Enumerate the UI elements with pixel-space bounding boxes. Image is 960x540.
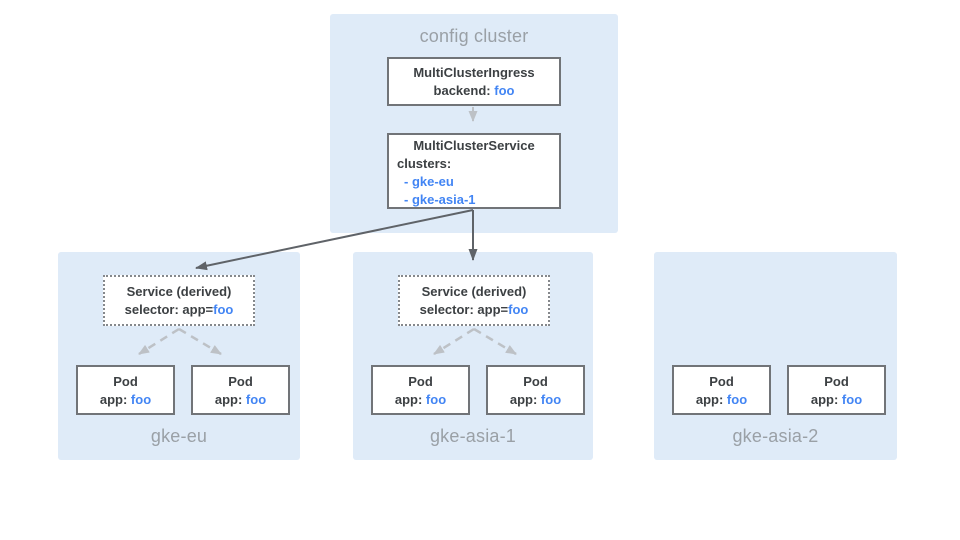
backend-value: foo <box>494 83 515 98</box>
backend-label: backend: <box>433 83 491 98</box>
app-value: foo <box>540 392 562 407</box>
app-label: app: <box>509 392 538 407</box>
selector-value: foo <box>508 302 529 317</box>
pod-node: Pod app: foo <box>486 365 585 415</box>
multiclusterservice-title: MultiClusterService <box>413 138 535 153</box>
app-value: foo <box>726 392 748 407</box>
app-value: foo <box>245 392 267 407</box>
app-value: foo <box>425 392 447 407</box>
multiclusteringress-node: MultiClusterIngress backend: foo <box>387 57 561 106</box>
derived-service-title: Service (derived) <box>421 284 527 299</box>
pod-node: Pod app: foo <box>76 365 175 415</box>
multiclusteringress-title: MultiClusterIngress <box>413 65 535 80</box>
pod-app-line: app: foo <box>373 391 468 409</box>
pod-title: Pod <box>228 374 253 389</box>
cluster-item-gke-eu: - gke-eu <box>404 174 454 189</box>
pod-node: Pod app: foo <box>191 365 290 415</box>
cluster-gke-asia-1: Service (derived) selector: app=foo Pod … <box>353 252 593 460</box>
pod-title: Pod <box>113 374 138 389</box>
derived-service-title: Service (derived) <box>126 284 232 299</box>
app-value: foo <box>841 392 863 407</box>
pod-app-line: app: foo <box>78 391 173 409</box>
pod-app-line: app: foo <box>674 391 769 409</box>
derived-service-selector-line: selector: app=foo <box>105 301 253 319</box>
pod-app-line: app: foo <box>789 391 884 409</box>
cluster-item-gke-asia-1: - gke-asia-1 <box>404 192 476 207</box>
pod-title: Pod <box>523 374 548 389</box>
pod-title: Pod <box>709 374 734 389</box>
cluster-gke-asia-2: Pod app: foo Pod app: foo gke-asia-2 <box>654 252 897 460</box>
selector-label: selector: app= <box>419 302 509 317</box>
app-label: app: <box>695 392 724 407</box>
cluster-gke-eu: Service (derived) selector: app=foo Pod … <box>58 252 300 460</box>
app-label: app: <box>810 392 839 407</box>
pod-node: Pod app: foo <box>371 365 470 415</box>
pod-title: Pod <box>824 374 849 389</box>
selector-label: selector: app= <box>124 302 214 317</box>
cluster-label: gke-asia-1 <box>429 426 517 446</box>
pod-node: Pod app: foo <box>787 365 886 415</box>
selector-value: foo <box>213 302 234 317</box>
pod-app-line: app: foo <box>488 391 583 409</box>
config-cluster-container: config cluster MultiClusterIngress backe… <box>330 14 618 233</box>
pod-node: Pod app: foo <box>672 365 771 415</box>
config-cluster-label: config cluster <box>419 26 529 46</box>
multiclusterservice-node: MultiClusterService clusters: - gke-eu -… <box>387 133 561 209</box>
derived-service-node: Service (derived) selector: app=foo <box>398 275 550 326</box>
app-label: app: <box>394 392 423 407</box>
cluster-label: gke-eu <box>150 426 208 446</box>
derived-service-selector-line: selector: app=foo <box>400 301 548 319</box>
multiclusteringress-backend-line: backend: foo <box>389 82 559 100</box>
cluster-label: gke-asia-2 <box>732 426 819 446</box>
pod-app-line: app: foo <box>193 391 288 409</box>
app-label: app: <box>99 392 128 407</box>
derived-service-node: Service (derived) selector: app=foo <box>103 275 255 326</box>
app-value: foo <box>130 392 152 407</box>
pod-title: Pod <box>408 374 433 389</box>
clusters-label: clusters: <box>397 156 452 171</box>
app-label: app: <box>214 392 243 407</box>
